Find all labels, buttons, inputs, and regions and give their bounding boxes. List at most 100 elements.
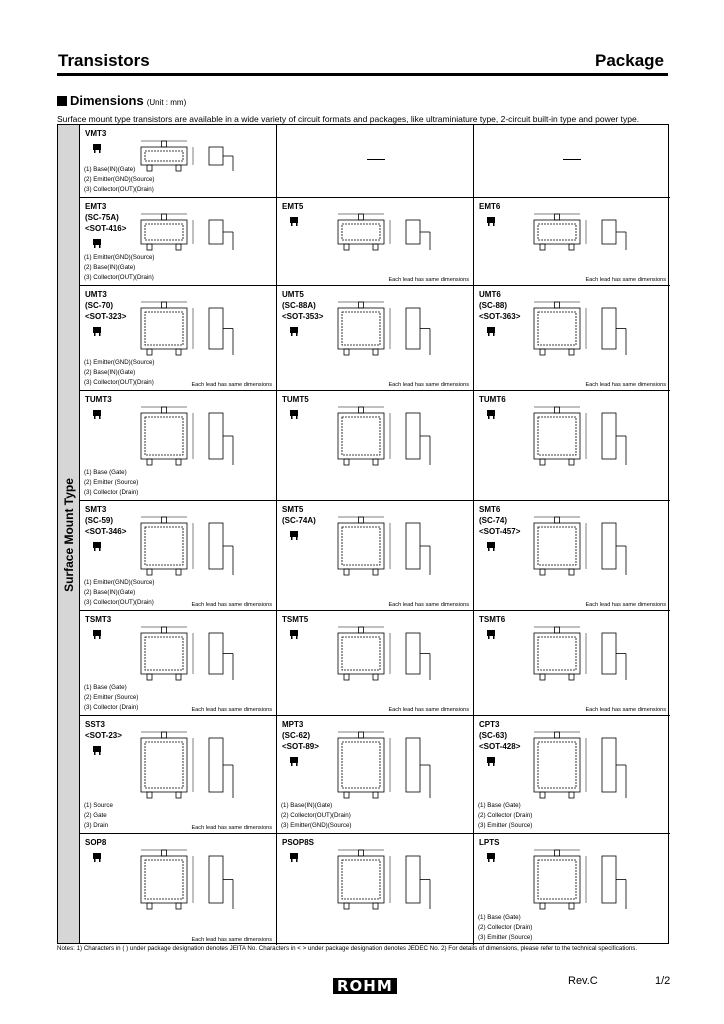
notes: Notes: 1) Characters in ( ) under packag… bbox=[57, 945, 638, 952]
dimension-drawing bbox=[140, 516, 234, 576]
pin-line: (2) Emitter (Source) bbox=[84, 479, 139, 486]
dimension-drawing bbox=[337, 849, 431, 910]
page-number: 1/2 bbox=[655, 975, 671, 987]
pin-line: (1) Emitter(GND)(Source) bbox=[84, 359, 155, 366]
package-name: LPTS bbox=[479, 838, 500, 847]
side-label: Surface Mount Type bbox=[62, 478, 76, 592]
pin-line: (1) Base (Gate) bbox=[84, 684, 127, 691]
pin-assignment: (1) Emitter(GND)(Source)(2) Base(IN)(Gat… bbox=[84, 578, 154, 608]
dimension-drawing bbox=[140, 849, 234, 910]
pin-assignment: (1) Base (Gate) (2) Emitter (Source) (3) C… bbox=[84, 683, 138, 713]
dimension-drawing bbox=[533, 213, 627, 251]
package-photo-icon bbox=[290, 630, 298, 639]
section-title-text: Dimensions bbox=[70, 93, 144, 108]
dimension-drawing bbox=[337, 626, 431, 681]
lead-note: Each lead has same dimensions bbox=[388, 277, 469, 283]
header-title: Transistors bbox=[58, 51, 150, 70]
dimension-drawing bbox=[337, 301, 431, 356]
dimension-drawing bbox=[533, 516, 627, 576]
package-name: SOP8 bbox=[85, 838, 107, 847]
section-title: Dimensions(Unit : mm) bbox=[57, 93, 186, 108]
dimension-drawing bbox=[533, 731, 627, 799]
pin-line: (1) Base(IN)(Gate) bbox=[84, 166, 136, 173]
package-photo-icon bbox=[93, 144, 101, 153]
package-photo-icon bbox=[487, 853, 495, 862]
pin-line: (1) Base (Gate) bbox=[478, 914, 521, 921]
package-cell: LPTS(1) Base (Gate)(2) Collector (Drain)… bbox=[474, 834, 670, 945]
pin-line: (1) Base(IN)(Gate) bbox=[281, 802, 333, 809]
package-name: PSOP8S bbox=[282, 838, 315, 847]
pin-line: (3) Collector (Drain) bbox=[84, 704, 139, 711]
pin-assignment: (1) Emitter(GND)(Source) (2) Base(IN)(Gat… bbox=[84, 253, 154, 283]
package-name: EMT3 (SC-75A) <SOT-416> bbox=[85, 202, 127, 233]
package-name: TSMT5 bbox=[282, 615, 309, 624]
pin-line: (1) Emitter(GND)(Source) bbox=[84, 579, 155, 586]
bullet-square-icon bbox=[57, 96, 67, 106]
pin-assignment: (1) Base(IN)(Gate) (2) Emitter(GND)(Sourc… bbox=[84, 165, 154, 195]
package-name: TSMT3 bbox=[85, 615, 112, 624]
package-cell: PSOP8S bbox=[277, 834, 474, 945]
dimension-drawing bbox=[140, 731, 234, 799]
header-rule bbox=[57, 73, 668, 76]
package-cell: MPT3 (SC-62) <SOT-89>(1) Base(IN)(Gate)(… bbox=[277, 716, 474, 834]
dimension-drawing bbox=[533, 849, 627, 910]
pin-line: (2) Base(IN)(Gate) bbox=[84, 264, 136, 271]
package-name: SMT5 (SC-74A) bbox=[282, 505, 316, 525]
package-name: UMT3 (SC-70) <SOT-323> bbox=[85, 290, 127, 321]
package-cell: UMT5 (SC-88A) <SOT-353>Each lead has sam… bbox=[277, 286, 474, 391]
pin-line: (1) Base (Gate) bbox=[84, 469, 127, 476]
package-cell: SMT3 (SC-59) <SOT-346>(1) Emitter(GND)(S… bbox=[80, 501, 277, 611]
pin-line: (3) Emitter (Source) bbox=[478, 934, 533, 941]
package-photo-icon bbox=[93, 853, 101, 862]
package-photo-icon bbox=[487, 757, 495, 766]
pin-line: (3) Drain bbox=[84, 822, 109, 829]
pin-line: (1) Emitter(GND)(Source) bbox=[84, 254, 155, 261]
dimension-drawing bbox=[337, 213, 431, 251]
pin-line: (3) Collector(OUT)(Drain) bbox=[84, 379, 154, 386]
dimension-drawing bbox=[140, 626, 234, 681]
package-name: SMT6 (SC-74) <SOT-457> bbox=[479, 505, 521, 536]
pin-line: (2) Emitter(GND)(Source) bbox=[84, 176, 155, 183]
empty-dash bbox=[366, 159, 385, 160]
package-photo-icon bbox=[290, 410, 298, 419]
package-name: EMT5 bbox=[282, 202, 304, 211]
dimension-drawing bbox=[533, 406, 627, 466]
package-cell: SST3 <SOT-23>(1) Source(2) Gate(3) Drain… bbox=[80, 716, 277, 834]
lead-note: Each lead has same dimensions bbox=[191, 825, 272, 831]
dimension-drawing bbox=[337, 406, 431, 466]
package-name: TUMT6 bbox=[479, 395, 506, 404]
package-photo-icon bbox=[487, 217, 495, 226]
lead-note: Each lead has same dimensions bbox=[191, 937, 272, 943]
revision: Rev.C bbox=[568, 975, 598, 987]
dimension-drawing bbox=[337, 731, 431, 799]
package-photo-icon bbox=[290, 853, 298, 862]
pin-line: (1) Base (Gate) bbox=[478, 802, 521, 809]
package-cell: EMT3 (SC-75A) <SOT-416> (1) Emitter(GND)(… bbox=[80, 198, 277, 286]
package-photo-icon bbox=[93, 630, 101, 639]
rohm-logo: ROHM bbox=[333, 978, 397, 994]
pin-line: (2) Collector (Drain) bbox=[478, 812, 533, 819]
package-cell bbox=[474, 125, 670, 198]
package-photo-icon bbox=[93, 327, 101, 336]
pin-line: (1) Source bbox=[84, 802, 113, 809]
lead-note: Each lead has same dimensions bbox=[388, 602, 469, 608]
dimension-drawing bbox=[140, 140, 234, 172]
package-name: MPT3 (SC-62) <SOT-89> bbox=[282, 720, 319, 751]
package-photo-icon bbox=[290, 757, 298, 766]
lead-note: Each lead has same dimensions bbox=[388, 382, 469, 388]
package-cell: VMT3(1) Base(IN)(Gate)(2) Emitter(GND)(S… bbox=[80, 125, 277, 198]
lead-note: Each lead has same dimensions bbox=[585, 277, 666, 283]
section-unit: (Unit : mm) bbox=[146, 98, 187, 107]
lead-note: Each lead has same dimensions bbox=[191, 707, 272, 713]
pin-line: (2) Emitter (Source) bbox=[84, 694, 139, 701]
pin-line: (3) Emitter (Source) bbox=[478, 822, 533, 829]
package-cell: SMT6 (SC-74) <SOT-457>Each lead has same… bbox=[474, 501, 670, 611]
lead-note: Each lead has same dimensions bbox=[388, 707, 469, 713]
pin-line: (2) Gate bbox=[84, 812, 107, 819]
dimension-drawing bbox=[533, 301, 627, 356]
package-photo-icon bbox=[487, 327, 495, 336]
pin-line: (3) Collector (Drain) bbox=[84, 489, 139, 496]
